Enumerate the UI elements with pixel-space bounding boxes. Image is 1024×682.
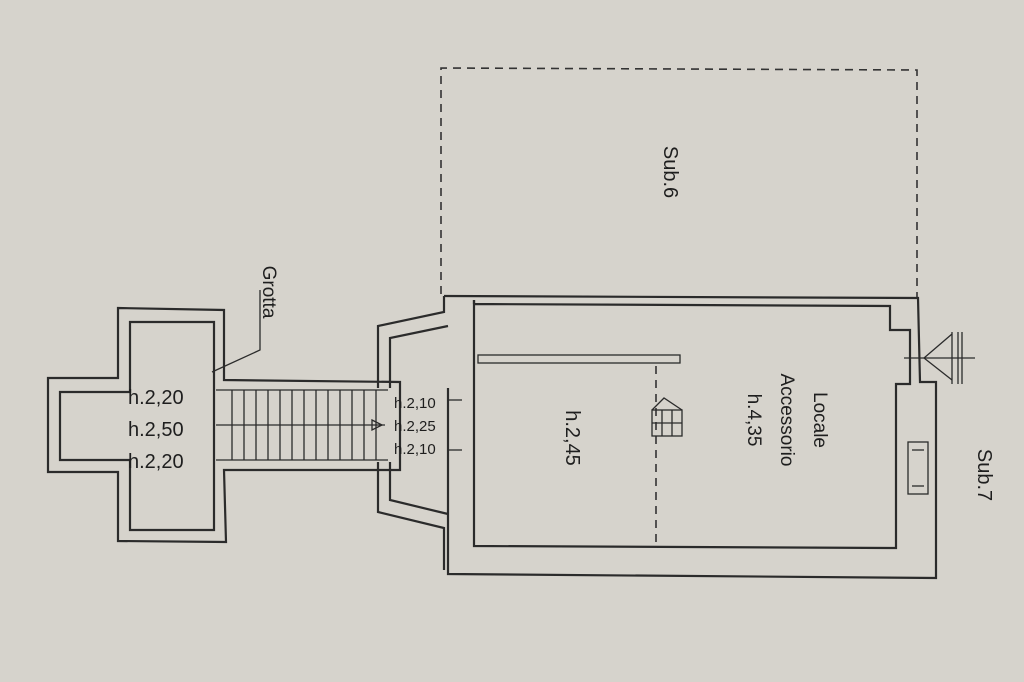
grotta-leader-line xyxy=(211,290,261,373)
sub7-label: Sub.7 xyxy=(973,449,995,501)
grotta-height-left: h.2,20 xyxy=(128,387,184,409)
stair-height-top: h.2,10 xyxy=(394,395,436,412)
sub6-boundary xyxy=(440,67,918,298)
accessorio-label: Accessorio xyxy=(776,374,797,467)
grotta-height-right: h.2,20 xyxy=(128,451,184,473)
grotta-label: Grotta xyxy=(258,266,279,319)
grotta-room xyxy=(46,306,402,544)
stair-height-mid: h.2,25 xyxy=(394,418,436,435)
grotta-height-mid: h.2,50 xyxy=(128,419,184,441)
grotta-stairs xyxy=(216,389,388,461)
sub6-label: Sub.6 xyxy=(659,146,681,198)
vestibule xyxy=(376,296,462,570)
entrance-arrow-icon xyxy=(904,332,975,384)
locale-height-label: h.4,35 xyxy=(743,394,764,447)
room-height-label: h.2,45 xyxy=(561,410,583,466)
skylight-icon xyxy=(651,397,683,437)
locale-accessorio-room xyxy=(443,294,938,580)
stair-direction-arrow xyxy=(371,418,384,432)
locale-label: Locale xyxy=(809,392,830,448)
stair-height-bot: h.2,10 xyxy=(394,441,436,458)
